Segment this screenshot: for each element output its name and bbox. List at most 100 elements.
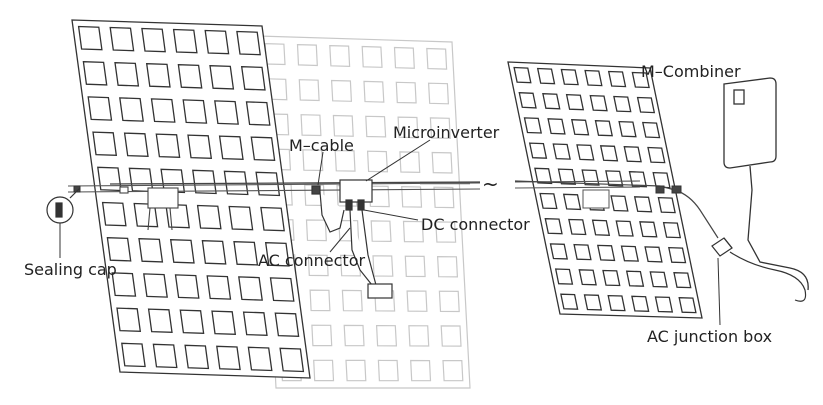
panel-cell [589, 94, 608, 112]
panel-cell [255, 171, 281, 197]
label-m-combiner: M–Combiner [641, 62, 741, 81]
panel-cell [114, 62, 140, 87]
panel-cell [329, 44, 351, 68]
panel-cell [442, 360, 464, 382]
panel-cell [552, 143, 571, 160]
panel-cell [372, 255, 394, 277]
panel-cell [365, 115, 387, 138]
panel-cell [602, 269, 621, 287]
panel-cell [187, 134, 213, 159]
panel-cell [433, 186, 455, 209]
panel-cell [121, 342, 146, 368]
panel-cell [260, 206, 285, 232]
panel-cell [607, 294, 626, 312]
panel-cell [631, 295, 650, 312]
panel-cell [169, 239, 195, 264]
label-ac-junction-box: AC junction box [647, 327, 773, 346]
panel-cell [296, 43, 318, 67]
panel-cell [607, 70, 627, 88]
panel-cell [311, 324, 333, 347]
panel-cell [395, 81, 417, 104]
panel-cell [184, 344, 210, 370]
panel-cell [228, 205, 254, 231]
panel-cell [610, 195, 629, 212]
panel-cell [410, 359, 432, 382]
panel-cell [583, 294, 603, 311]
panel-cell [573, 243, 592, 261]
panel-cell [539, 192, 558, 210]
label-ac-connector: AC connector [258, 251, 366, 270]
panel-cell [542, 93, 561, 110]
panel-cell [633, 196, 653, 213]
panel-cell [82, 61, 108, 86]
panel-cell [298, 79, 320, 102]
panel-cell [399, 151, 421, 174]
panel-cell [334, 149, 356, 172]
panel-cell [216, 345, 241, 371]
panel-cell [631, 71, 650, 89]
panel-cell [560, 68, 579, 86]
panel-cell [138, 238, 164, 263]
panel-cell [649, 271, 668, 288]
panel-cell [404, 255, 426, 278]
panel-cell [578, 269, 597, 286]
panel-cell [313, 359, 335, 382]
panel-cell [377, 359, 399, 382]
panel-cell [402, 220, 424, 243]
panel-cell [636, 96, 656, 114]
panel-cell [393, 46, 415, 69]
panel-cell [236, 30, 261, 56]
panel-cell [119, 97, 144, 122]
panel-cell [264, 42, 286, 66]
panel-cell [620, 245, 640, 262]
panel-cell [536, 67, 556, 85]
panel-cell [196, 204, 222, 230]
panel-cell [375, 324, 398, 347]
panel-cell [242, 311, 268, 336]
panel-cell [343, 324, 365, 347]
panel-cell [644, 246, 663, 263]
panel-cell [214, 100, 239, 125]
panel-cell [549, 243, 569, 260]
panel-cell [547, 118, 566, 135]
panel-cell [667, 246, 687, 264]
panel-cell [662, 221, 682, 239]
panel-cell [177, 64, 203, 89]
panel-cell [436, 255, 459, 278]
panel-cell [623, 146, 642, 163]
panel-cell [576, 144, 595, 161]
end-connectors [73, 185, 682, 194]
panel-cell [591, 219, 611, 236]
panel-cell [182, 99, 208, 124]
panel-cell [657, 196, 676, 214]
panel-cell [330, 79, 353, 102]
panel-cell [408, 325, 430, 347]
panel-cell [570, 119, 590, 136]
panel-cell [155, 133, 181, 158]
panel-cell [406, 290, 428, 312]
panel-cell [106, 237, 132, 262]
panel-cell [584, 69, 603, 87]
panel-cell [305, 219, 327, 242]
panel-cell [438, 290, 460, 313]
panel-cell [172, 28, 198, 54]
panel-cell [206, 275, 232, 300]
panel-cell [613, 95, 632, 113]
panel-cell [339, 254, 362, 277]
panel-cell [123, 132, 149, 157]
panel-cell [639, 221, 658, 238]
panel-cell [654, 296, 674, 313]
panel-cell [427, 82, 450, 105]
panel-cell [92, 131, 118, 156]
panel-cell [240, 66, 266, 91]
panel-cell [544, 218, 563, 235]
panel-cell [264, 242, 290, 267]
panel-cell [332, 114, 354, 137]
panel-cell [554, 268, 574, 285]
panel-cell [209, 65, 235, 90]
panel-cell [204, 29, 230, 55]
panel-cell [678, 297, 697, 314]
panel-cell [116, 307, 142, 332]
panel-cell [192, 169, 217, 195]
